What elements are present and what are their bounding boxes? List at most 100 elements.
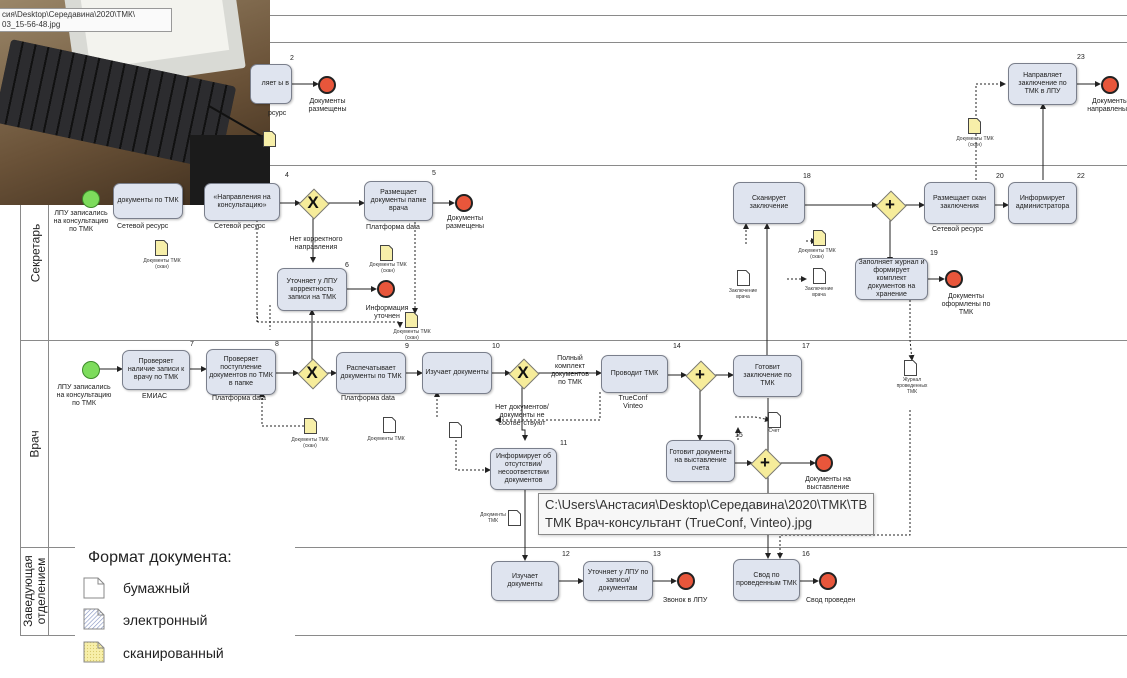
task-16[interactable]: Свод по проведенным ТМК: [733, 559, 800, 601]
task-10[interactable]: Изучает документы: [422, 352, 492, 394]
note-call-ltpu: Звонок в ЛПУ: [663, 597, 708, 604]
task-8-number: 8: [275, 341, 279, 348]
gateway-parallel-2: +: [685, 360, 717, 392]
task-13-label: Уточняет у ЛПУ по записи/ документам: [587, 569, 649, 592]
note-start-secretary: ЛПУ записались на консультацию по ТМК: [53, 210, 109, 233]
task-19-number: 19: [930, 250, 938, 257]
end-event-docs-done: [945, 270, 963, 288]
task-12[interactable]: Изучает документы: [491, 561, 559, 601]
note-summary-done: Свод проведен: [806, 597, 856, 604]
note-trueconf: TrueConf Vinteo: [618, 395, 648, 410]
task-8[interactable]: Проверяет поступление документов по ТМК …: [206, 349, 276, 395]
task-3[interactable]: документы по ТМК: [113, 183, 183, 219]
lane-border: [20, 635, 1127, 636]
doc-paper-icon: [813, 268, 826, 284]
doc-concl-label: Заключение врача: [804, 286, 834, 298]
task-11-label: Информирует об отсутствии/ несоответстви…: [495, 453, 552, 484]
task-13[interactable]: Уточняет у ЛПУ по записи/ документам: [583, 561, 653, 601]
task-18[interactable]: Сканирует заключение: [733, 182, 805, 224]
task-9-label: Распечатывает документы по ТМК: [340, 365, 402, 380]
lane-border: [20, 547, 1127, 548]
task-12-label: Изучает документы: [507, 573, 543, 588]
task-16-number: 16: [802, 551, 810, 558]
lane-border: [20, 340, 1127, 341]
task-14-number: 14: [673, 343, 681, 350]
file-path-tooltip: C:\Users\Анстасия\Desktop\Середавина\202…: [538, 493, 875, 535]
task-6-number: 6: [345, 262, 349, 269]
task-4[interactable]: «Направления на консультацию»: [204, 183, 280, 221]
task-22-label: Информирует администратора: [1015, 195, 1070, 210]
task-19[interactable]: Заполняет журнал и формирует комплект до…: [855, 258, 928, 300]
task-14[interactable]: Проводит ТМК: [601, 355, 668, 393]
task-7-label: Проверяет наличие записи к врачу по ТМК: [127, 358, 185, 381]
task-20-label: Размещает скан заключения: [932, 195, 987, 210]
legend-electronic-icon: [83, 608, 105, 635]
task-23-number: 23: [1077, 54, 1085, 61]
legend-paper-label: бумажный: [123, 580, 190, 596]
task-9[interactable]: Распечатывает документы по ТМК: [336, 352, 406, 394]
note-docs-placed-top: Документы размещены: [308, 98, 347, 113]
note-platform-2: Платформа data: [212, 395, 266, 402]
doc-scan-label: Документы ТМК (скан): [291, 437, 329, 449]
task-11[interactable]: Информирует об отсутствии/ несоответстви…: [490, 448, 557, 490]
task-2-label: ляет ы в: [261, 80, 289, 87]
gateway-exclusive-1: X: [298, 188, 330, 220]
note-net-res-3: Сетевой ресурс: [932, 226, 984, 233]
photo-path-line2: 03_15-56-48.jpg: [2, 20, 61, 29]
note-platform-3: Платформа data: [341, 395, 395, 402]
gateway-parallel-3: +: [750, 448, 782, 480]
file-path-line2: ТМК Врач-консультант (TrueConf, Vinteo).…: [545, 515, 813, 530]
doc-scan-label: Документы ТМК (скан): [143, 258, 181, 270]
gateway-parallel-1: +: [875, 190, 907, 222]
end-event-invoice: [815, 454, 833, 472]
doc-scan-label: Документы ТМК (скан): [956, 136, 994, 148]
doc-paper-label: Документы ТМК: [480, 512, 506, 524]
end-event-call: [677, 572, 695, 590]
task-19-label: Заполняет журнал и формирует комплект до…: [858, 259, 925, 298]
doc-paper-label: Документы ТМК: [367, 436, 405, 442]
task-10-label: Изучает документы: [425, 369, 489, 376]
task-2[interactable]: ляет ы в: [250, 64, 292, 104]
task-4-number: 4: [285, 172, 289, 179]
doc-scan-label: Документы ТМК (скан): [393, 329, 431, 341]
task-5-number: 5: [432, 170, 436, 177]
doc-scan-icon: [155, 240, 168, 256]
legend-scanned-label: сканированный: [123, 645, 224, 661]
doc-scan-label: Документы ТМК (скан): [798, 248, 836, 260]
doc-paper-icon: [904, 360, 917, 376]
doc-scan-label: Документы ТМК (скан): [369, 262, 407, 274]
task-18-label: Сканирует заключение: [749, 195, 789, 210]
task-17-number: 17: [802, 343, 810, 350]
doc-invoice-label: Счет: [768, 428, 780, 434]
doc-scan-icon: [380, 245, 393, 261]
note-docs-placed-mid: Документы размещены: [445, 215, 485, 230]
doc-paper-icon: [508, 510, 521, 526]
end-event-docs-placed: [455, 194, 473, 212]
start-event-secretary: [82, 190, 100, 208]
legend-title: Формат документа:: [88, 549, 232, 566]
task-18-number: 18: [803, 173, 811, 180]
task-11-number: 11: [560, 440, 568, 447]
note-res-top: рсурс: [268, 110, 287, 117]
task-2-number: 2: [290, 55, 294, 62]
task-22[interactable]: Информирует администратора: [1008, 182, 1077, 224]
task-20-number: 20: [996, 173, 1004, 180]
note-no-correct: Нет корректного направления: [289, 236, 343, 251]
task-10-number: 10: [492, 343, 500, 350]
end-event-docs-to-ltpu: [1101, 76, 1119, 94]
doc-scan-icon: [405, 312, 418, 328]
task-20[interactable]: Размещает скан заключения: [924, 182, 995, 224]
task-5[interactable]: Размещает документы папке врача: [364, 181, 433, 221]
task-7[interactable]: Проверяет наличие записи к врачу по ТМК: [122, 350, 190, 390]
task-23[interactable]: Направляет заключение по ТМК в ЛПУ: [1008, 63, 1077, 105]
task-8-label: Проверяет поступление документов по ТМК …: [209, 356, 273, 387]
task-17-label: Готовит заключение по ТМК: [743, 364, 792, 387]
task-17[interactable]: Готовит заключение по ТМК: [733, 355, 802, 397]
note-full-set: Полный комплект документов по ТМК: [551, 355, 589, 386]
doc-paper-icon: [768, 412, 781, 428]
note-docs-to-ltpu: Документы направлены в: [1087, 98, 1127, 113]
task-15[interactable]: Готовит документы на выставление счета: [666, 440, 735, 482]
task-6[interactable]: Уточняет у ЛПУ корректность записи на ТМ…: [277, 268, 347, 311]
task-15-label: Готовит документы на выставление счета: [669, 449, 732, 472]
